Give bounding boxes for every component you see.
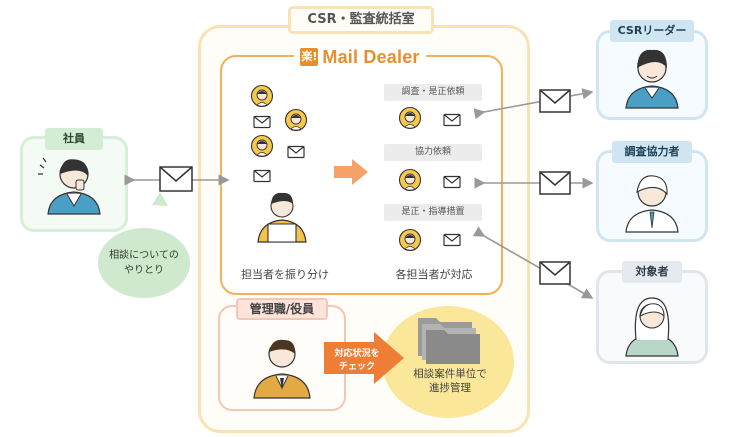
employee-label: 社員	[45, 128, 103, 150]
management-title: 管理職/役員	[236, 298, 328, 320]
leader-person-icon	[625, 49, 679, 109]
task-label-correction: 是正・指導措置	[384, 204, 482, 221]
envelope-icon	[539, 171, 571, 195]
cooperator-person-icon	[625, 175, 679, 233]
check-arrow	[324, 332, 404, 384]
check-text: 対応状況を チェック	[326, 348, 388, 374]
person-icon	[284, 108, 308, 132]
bubble-tail	[152, 192, 168, 206]
envelope-icon	[253, 169, 271, 183]
leader-label: CSRリーダー	[610, 20, 694, 42]
progress-text: 相談案件単位で 進捗管理	[400, 367, 500, 395]
envelope-icon	[539, 89, 571, 113]
assigner-person-icon	[257, 192, 307, 243]
assign-caption: 担当者を振り分け	[241, 268, 329, 281]
target-link-arrow	[472, 226, 594, 299]
consult-text: 相談についての やりとり	[100, 248, 188, 278]
envelope-icon	[443, 233, 461, 247]
assign-arrow	[334, 159, 368, 185]
folder-icon	[418, 318, 480, 364]
handler-person-icon	[398, 168, 422, 192]
logo-mark: 楽!	[300, 48, 319, 66]
check-line2: チェック	[338, 362, 375, 372]
respond-caption: 各担当者が対応	[395, 268, 473, 281]
cooperator-label: 調査協力者	[612, 141, 692, 163]
maildealer-logo: 楽! Mail Dealer	[294, 46, 426, 68]
target-person-icon	[625, 297, 679, 357]
manager-person-icon	[253, 339, 311, 399]
consult-line2: やりとり	[124, 265, 164, 276]
progress-line1: 相談案件単位で	[413, 368, 487, 380]
handler-person-icon	[398, 228, 422, 252]
handler-person-icon	[398, 106, 422, 130]
target-label: 対象者	[622, 261, 682, 283]
envelope-icon	[253, 115, 271, 129]
task-label-investigate: 調査・是正依頼	[384, 84, 482, 101]
envelope-icon	[287, 145, 305, 159]
consult-line1: 相談についての	[109, 250, 179, 261]
envelope-icon	[443, 175, 461, 189]
envelope-icon	[443, 113, 461, 127]
consult-bubble	[98, 228, 190, 298]
big-envelope-icon	[159, 166, 193, 192]
task-label-cooperation: 協力依頼	[384, 144, 482, 161]
person-icon	[250, 84, 274, 108]
leader-link-arrow	[473, 88, 594, 120]
progress-line2: 進捗管理	[429, 382, 471, 394]
person-icon	[250, 134, 274, 158]
envelope-icon	[539, 261, 571, 285]
logo-text: Mail Dealer	[322, 46, 420, 67]
check-line1: 対応状況を	[334, 349, 380, 359]
department-title: CSR・監査統括室	[288, 6, 434, 34]
employee-person-icon	[38, 157, 101, 215]
